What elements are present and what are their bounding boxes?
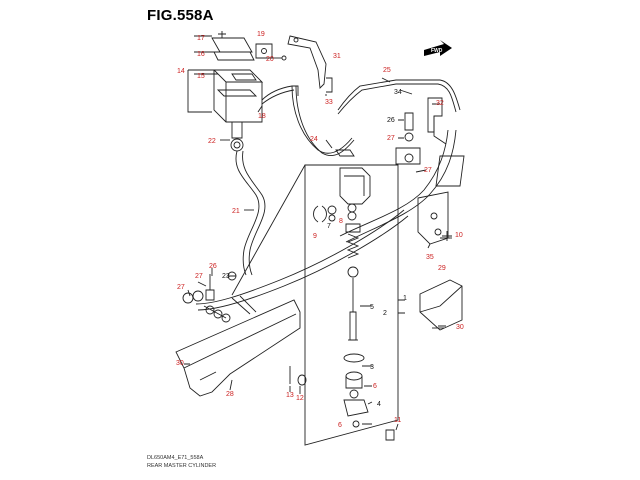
callout-31: 31 xyxy=(333,53,341,60)
callout-24: 24 xyxy=(310,136,318,143)
callout-35: 35 xyxy=(426,254,434,261)
callout-14: 14 xyxy=(177,68,185,75)
diagram-linework xyxy=(175,31,465,446)
callout-23: 23 xyxy=(222,273,230,280)
callout-7: 7 xyxy=(327,223,331,230)
reservoir-cap xyxy=(211,37,253,53)
callout-19: 19 xyxy=(257,31,265,38)
clamp-35 xyxy=(417,191,449,245)
callout-26-left: 26 xyxy=(209,263,217,270)
callout-9: 9 xyxy=(313,233,317,240)
footer-code: DL650AM4_E71_558A xyxy=(147,455,204,461)
long-hose xyxy=(195,209,405,305)
hose-21 xyxy=(235,150,260,276)
callout-33: 33 xyxy=(325,99,333,106)
callout-5: 5 xyxy=(370,304,374,311)
fwd-badge: FWD xyxy=(424,40,452,56)
callout-34: 34 xyxy=(394,89,402,96)
callout-8: 8 xyxy=(339,218,343,225)
callout-22: 22 xyxy=(208,138,216,145)
figure-title: FIG.558A xyxy=(147,7,214,24)
guard-28 xyxy=(175,299,301,397)
callout-21: 21 xyxy=(232,208,240,215)
callout-29: 29 xyxy=(438,265,446,272)
callout-25: 25 xyxy=(383,67,391,74)
spring xyxy=(346,233,360,259)
callout-13: 13 xyxy=(286,392,294,399)
fwd-label: FWD xyxy=(431,48,443,54)
callout-10: 10 xyxy=(455,232,463,239)
callout-28: 28 xyxy=(226,391,234,398)
callout-30-left: 30 xyxy=(176,360,184,367)
callout-32: 32 xyxy=(436,100,444,107)
callout-27-left-b: 27 xyxy=(177,284,185,291)
assembly-frame xyxy=(304,164,399,446)
callout-2: 2 xyxy=(383,310,387,317)
right-hose xyxy=(339,129,449,237)
callout-6-a: 6 xyxy=(373,383,377,390)
brake-pipe-25 xyxy=(337,79,461,111)
callout-27-left-a: 27 xyxy=(195,273,203,280)
callout-15: 15 xyxy=(197,73,205,80)
callout-17: 17 xyxy=(197,35,205,42)
callout-3: 3 xyxy=(370,364,374,371)
footer-caption: REAR MASTER CYLINDER xyxy=(147,463,217,469)
callout-1: 1 xyxy=(403,295,407,302)
frame-leader xyxy=(231,164,306,296)
callout-labels: 17 16 14 15 19 20 31 33 18 25 34 32 22 2… xyxy=(176,31,464,429)
callout-30-right: 30 xyxy=(456,324,464,331)
callout-11: 11 xyxy=(394,417,401,424)
callout-20: 20 xyxy=(266,56,274,63)
callout-4: 4 xyxy=(377,401,381,408)
callout-6-b: 6 xyxy=(338,422,342,429)
callout-26-top: 26 xyxy=(387,117,395,124)
master-cylinder-body xyxy=(339,167,371,205)
callout-12: 12 xyxy=(296,395,304,402)
callout-27-top-b: 27 xyxy=(424,167,432,174)
callout-18: 18 xyxy=(258,113,266,120)
callout-16: 16 xyxy=(197,51,205,58)
bracket-31 xyxy=(287,35,327,89)
callout-27-top-a: 27 xyxy=(387,135,395,142)
